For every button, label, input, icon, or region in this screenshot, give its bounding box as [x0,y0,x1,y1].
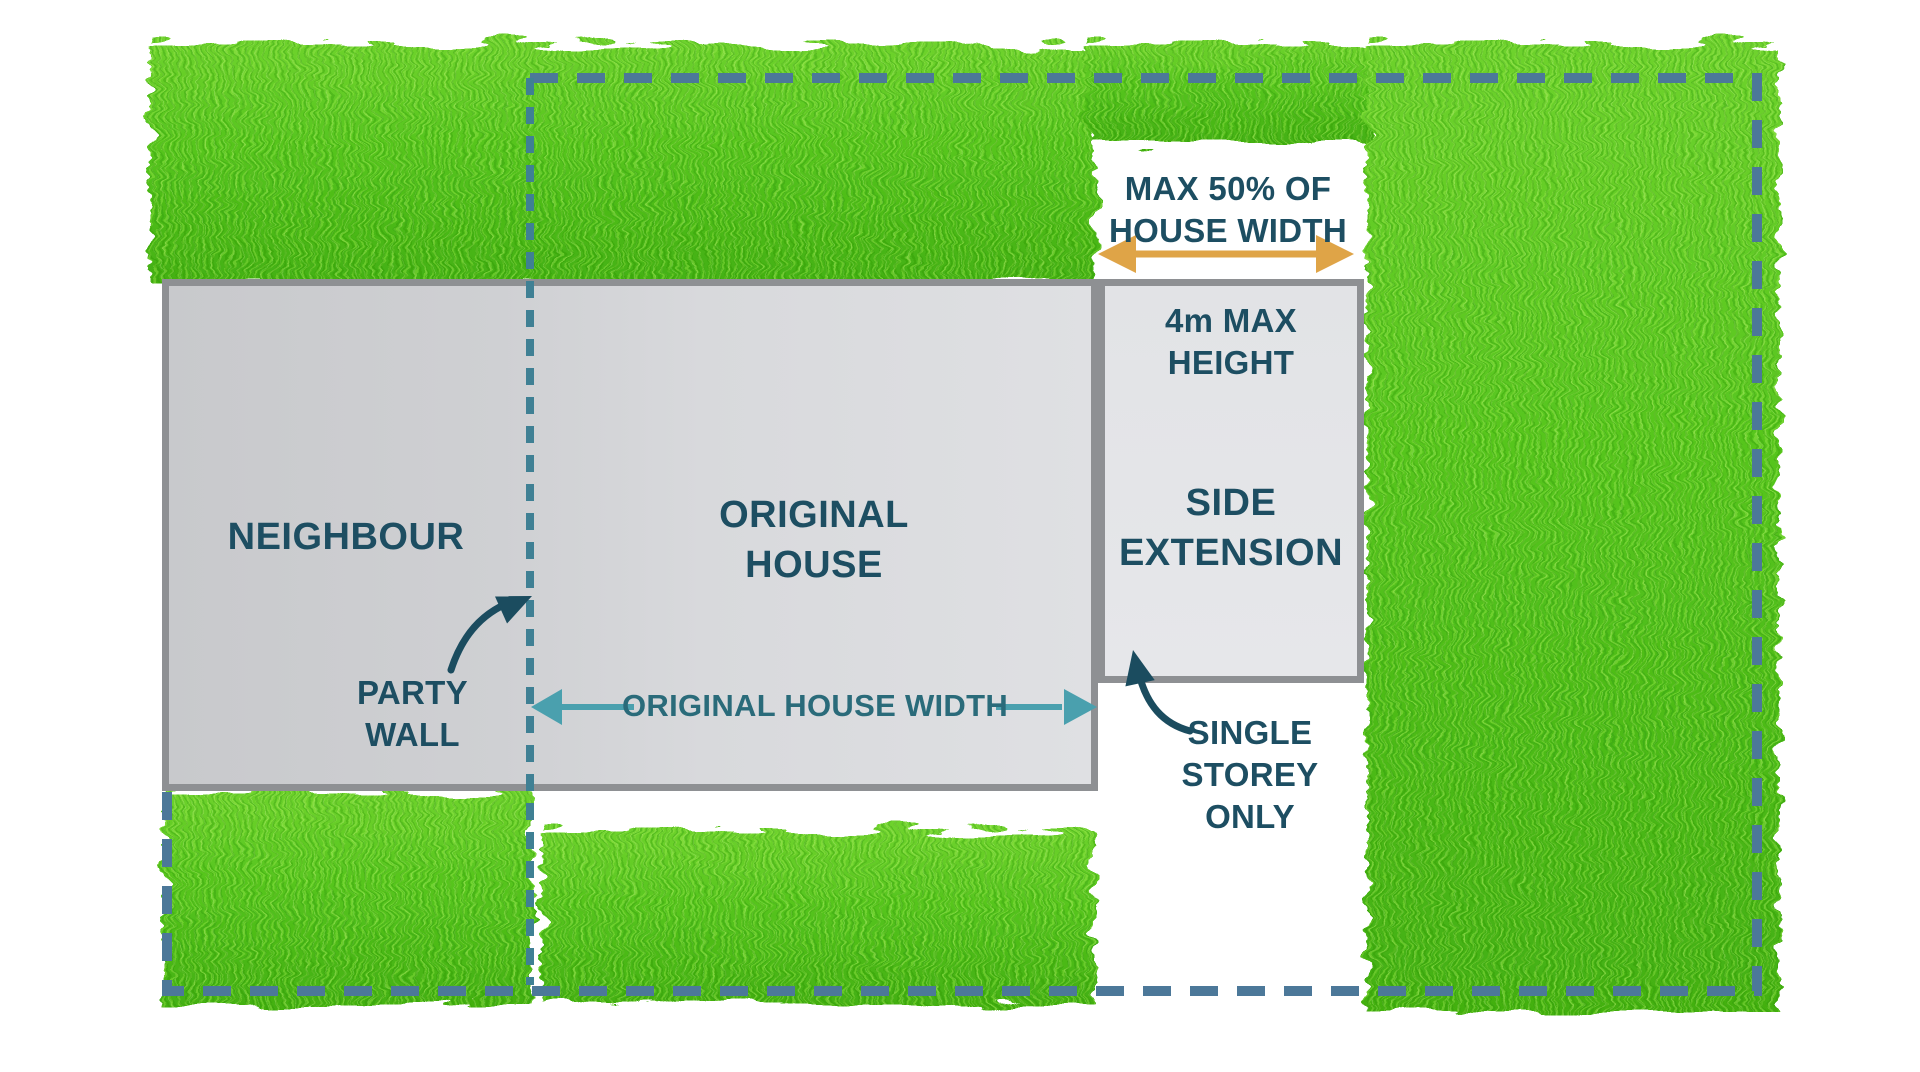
side-extension-line1: SIDE [1185,482,1277,524]
max-height-line2: HEIGHT [1167,344,1295,382]
side-extension-block [1098,279,1364,683]
grass-patch-bottom-left [164,793,530,1005]
original-house-label: ORIGINAL HOUSE [530,490,1098,590]
original-house-line1: ORIGINAL [719,494,909,536]
party-wall-line1: PARTY [357,674,468,711]
single-storey-line2: STOREY [1181,756,1319,794]
grass-patch-right [1367,44,1779,1012]
party-wall-label: PARTY WALL [300,672,525,756]
single-storey-label: SINGLE STOREY ONLY [1140,712,1360,839]
max-width-arrow [1098,235,1354,273]
grass-patch-top-notch [1085,44,1377,142]
max-width-line2: HOUSE WIDTH [1109,212,1347,250]
single-storey-pointer-arrow [1125,650,1194,735]
property-boundary-dashed-line [162,73,1762,996]
house-width-label: ORIGINAL HOUSE WIDTH [622,688,1009,723]
single-storey-line1: SINGLE [1187,714,1313,751]
party-wall-line2: WALL [365,716,460,754]
house-width-arrow-right [996,689,1097,725]
single-storey-line3: ONLY [1205,798,1295,836]
neighbour-label: NEIGHBOUR [227,516,465,558]
max-height-label: 4m MAX HEIGHT [1098,300,1364,384]
original-house-line2: HOUSE [745,544,883,587]
max-width-line1: MAX 50% OF [1124,170,1332,207]
side-extension-line2: EXTENSION [1118,532,1344,575]
house-width-arrow-left [531,689,634,725]
grass-patch-top [150,44,1095,284]
side-extension-label: SIDE EXTENSION [1088,478,1374,578]
party-wall-pointer-arrow [447,596,532,674]
max-width-label: MAX 50% OF HOUSE WIDTH [1058,168,1398,252]
grass-patch-bottom-middle [542,831,1093,1003]
max-height-line1: 4m MAX [1165,302,1297,339]
